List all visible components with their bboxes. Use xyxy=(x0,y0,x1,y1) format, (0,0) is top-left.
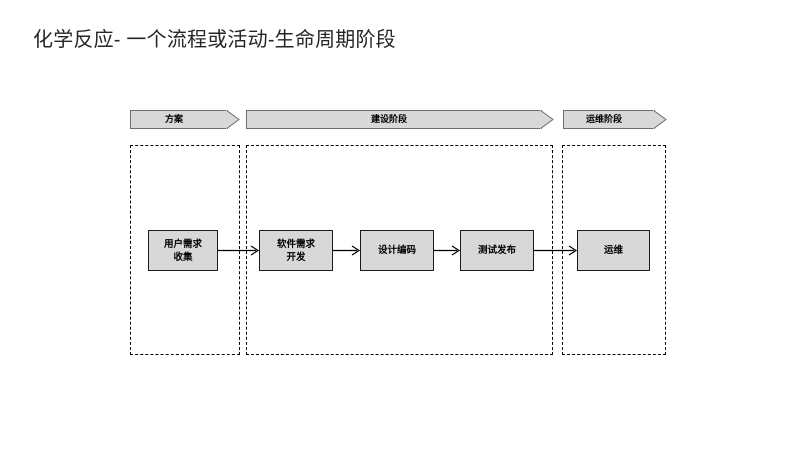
process-box-label: 测试发布 xyxy=(477,245,516,256)
phase-banner-plan-label: 方案 xyxy=(164,114,183,124)
phase-banner-ops[interactable]: 运维阶段 xyxy=(563,110,667,129)
chevron-point-icon xyxy=(653,110,667,129)
process-box-label: 设计编码 xyxy=(377,245,416,256)
chevron-point-icon xyxy=(540,110,554,129)
phase-banner-build[interactable]: 建设阶段 xyxy=(246,110,554,129)
process-box-user-requirement-collection[interactable]: 用户需求 收集 xyxy=(148,230,218,271)
phase-banner-plan[interactable]: 方案 xyxy=(130,110,240,129)
process-box-design-coding[interactable]: 设计编码 xyxy=(360,230,434,271)
phase-banner-build-label: 建设阶段 xyxy=(370,114,407,124)
process-box-operations-maintenance[interactable]: 运维 xyxy=(577,230,650,271)
process-box-label: 软件需求 开发 xyxy=(276,238,315,263)
process-box-test-release[interactable]: 测试发布 xyxy=(460,230,534,271)
process-box-label: 运维 xyxy=(603,245,623,256)
chevron-point-icon xyxy=(226,110,240,129)
phase-banner-ops-label: 运维阶段 xyxy=(585,114,622,124)
process-box-label: 用户需求 收集 xyxy=(163,238,202,263)
process-box-software-requirement-development[interactable]: 软件需求 开发 xyxy=(259,230,333,271)
page-title: 化学反应- 一个流程或活动-生命周期阶段 xyxy=(33,29,396,51)
